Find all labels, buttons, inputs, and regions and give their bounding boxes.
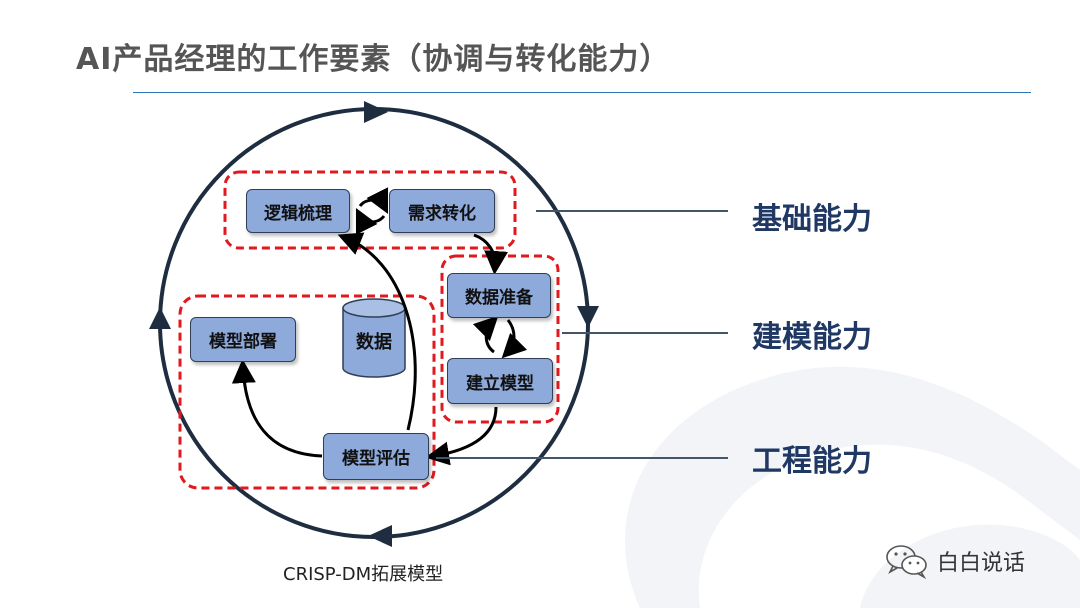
brand-badge: 白白说话 xyxy=(885,543,1025,579)
node-modeling: 建立模型 xyxy=(447,358,553,404)
ring-arrow-left xyxy=(149,307,171,329)
arrow-requirement-to-dataprep xyxy=(473,233,509,275)
arrow-dataprep-to-modeling xyxy=(501,319,528,359)
node-evaluate: 模型评估 xyxy=(323,433,429,480)
arrow-evaluate-to-logic xyxy=(337,232,417,431)
swap-arrow-upper xyxy=(358,187,389,215)
capability-basic: 基础能力 xyxy=(752,202,872,237)
capability-engineering: 工程能力 xyxy=(752,444,872,479)
arrow-evaluate-to-deploy xyxy=(231,359,323,458)
node-data-prep: 数据准备 xyxy=(447,273,551,318)
group-basic xyxy=(223,170,517,250)
node-requirement: 需求转化 xyxy=(389,189,495,233)
ring-arrow-bottom xyxy=(368,525,392,547)
ring-arrow-right xyxy=(577,306,599,328)
node-logic: 逻辑梳理 xyxy=(246,189,350,233)
node-deploy: 模型部署 xyxy=(190,317,296,362)
title-divider xyxy=(133,92,1031,93)
diagram-caption: CRISP-DM拓展模型 xyxy=(283,564,444,585)
page-title: AI产品经理的工作要素（协调与转化能力） xyxy=(76,42,671,77)
database-label: 数据 xyxy=(356,332,392,353)
brand-name: 白白说话 xyxy=(937,551,1026,576)
arrow-modeling-to-evaluate xyxy=(425,406,498,466)
group-engineering xyxy=(178,294,436,490)
arrow-modeling-to-dataprep xyxy=(472,315,499,354)
capability-modeling: 建模能力 xyxy=(752,320,872,355)
database-cylinder xyxy=(342,298,406,378)
wechat-icon xyxy=(886,545,927,579)
ring-arrow-top xyxy=(364,101,388,123)
swap-arrow-lower xyxy=(355,207,386,235)
